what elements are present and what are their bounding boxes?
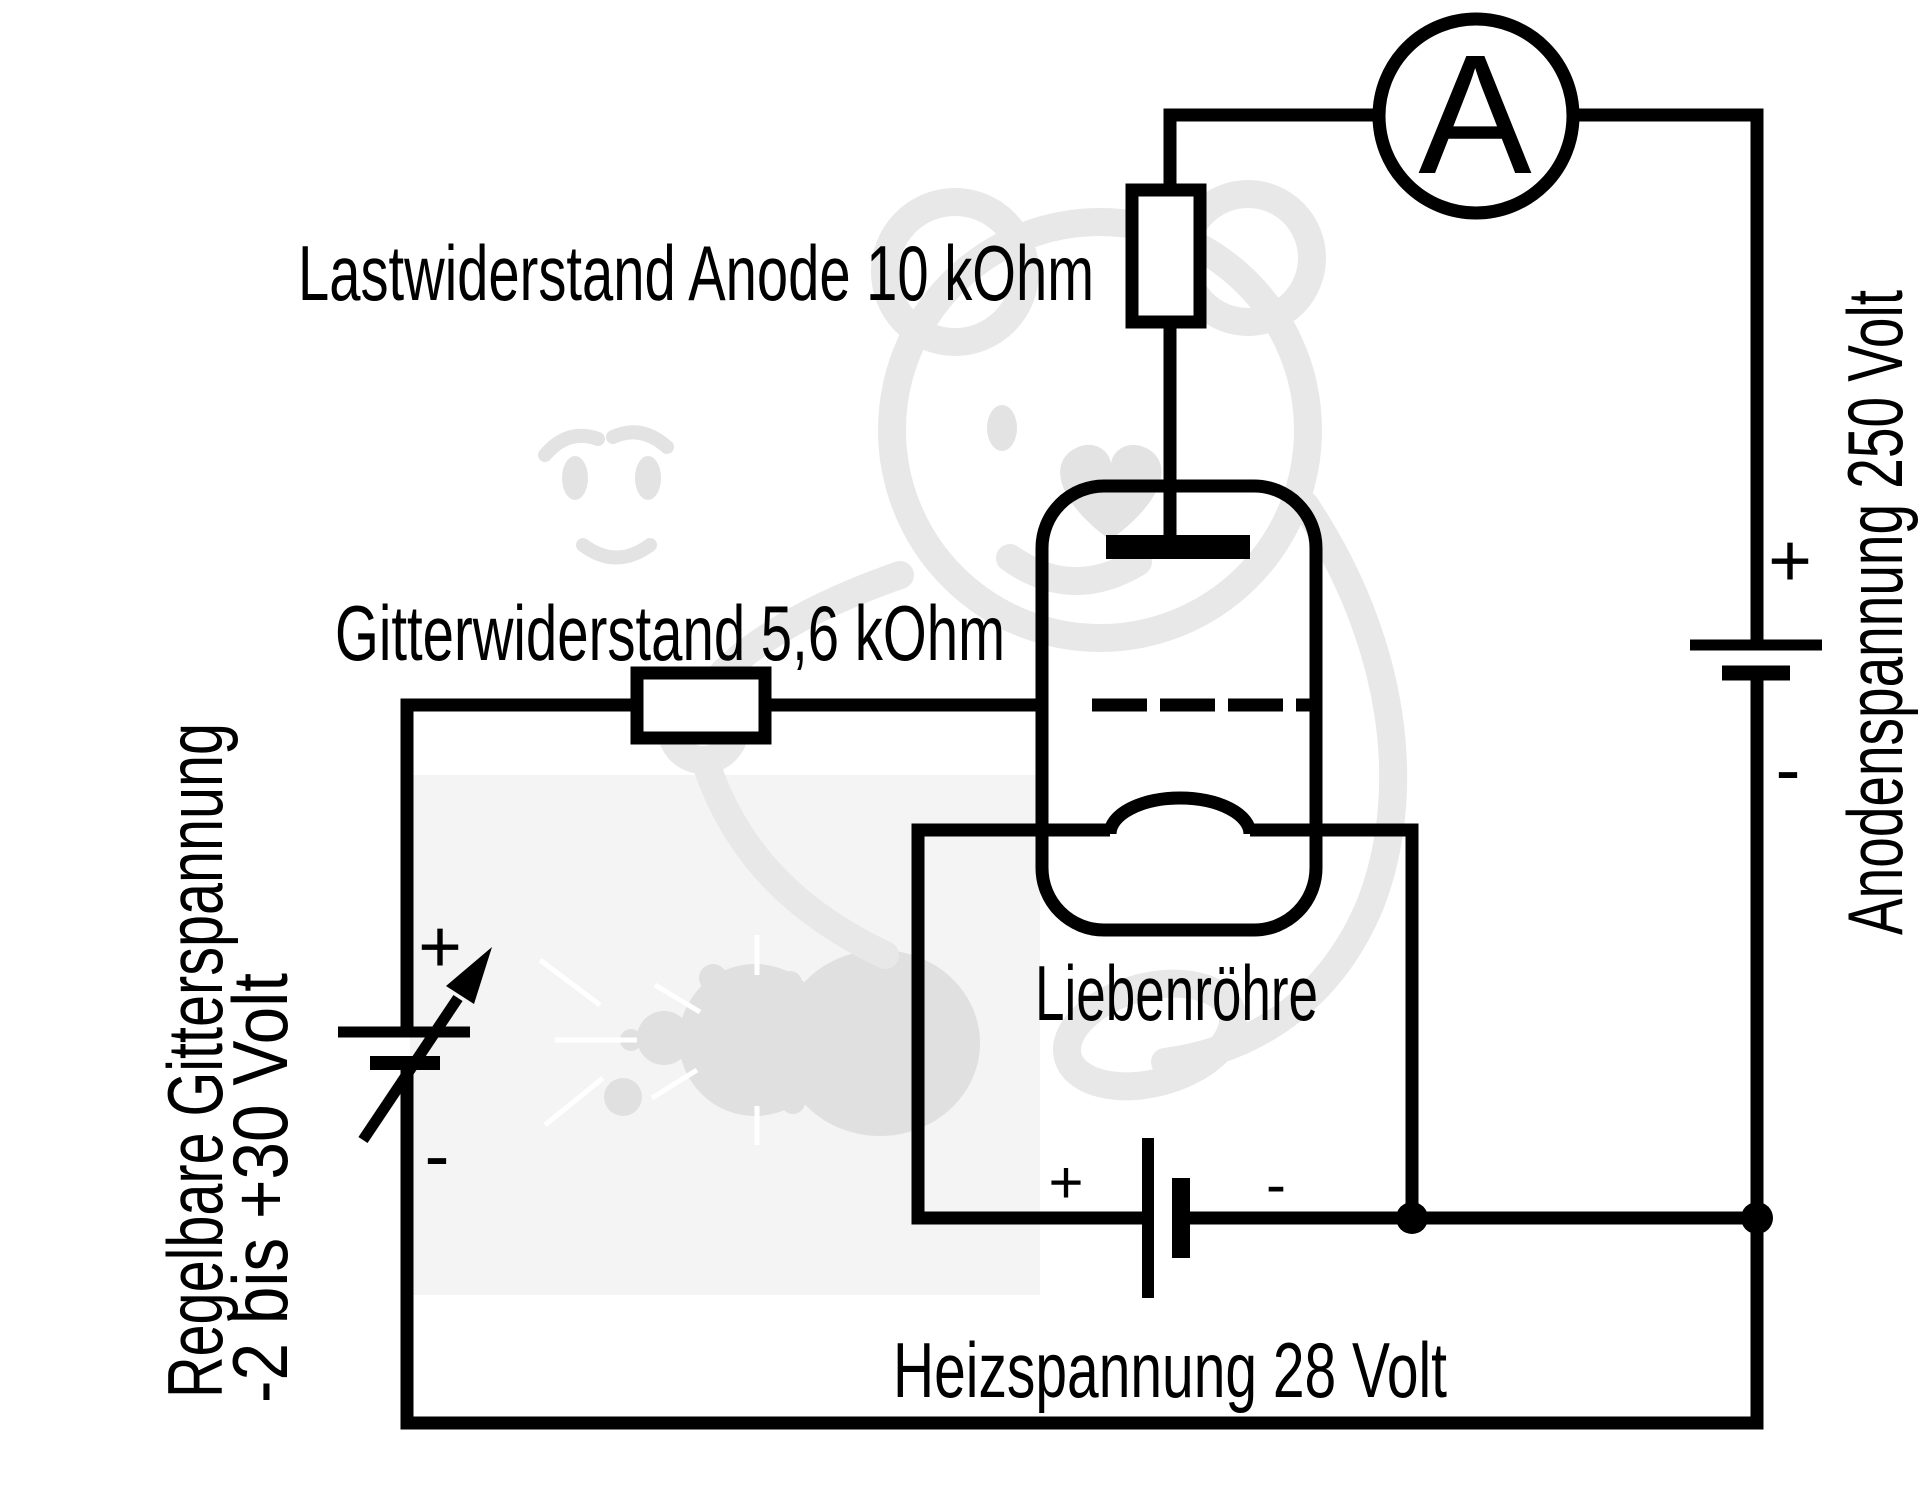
anode-voltage-label: Anodenspannung 250 Volt bbox=[1831, 290, 1919, 935]
face-right-eye bbox=[635, 456, 661, 500]
fractal-blobs bbox=[604, 950, 980, 1136]
fractal-dendrites bbox=[538, 935, 760, 1145]
ammeter-circle bbox=[1372, 12, 1580, 220]
watermark-bear-face-fills bbox=[987, 405, 1162, 540]
tube-label: Liebenröhre bbox=[1035, 949, 1318, 1037]
heater-voltage-label: Heizspannung 28 Volt bbox=[893, 1326, 1447, 1414]
watermark-small-face bbox=[538, 425, 674, 565]
variable-arrow-head bbox=[446, 947, 492, 1004]
load-resistor bbox=[1125, 183, 1207, 329]
bear-side bbox=[1291, 491, 1408, 919]
bear-muzzle bbox=[996, 544, 1152, 596]
load-resistor-label: Lastwiderstand Anode 10 kOhm bbox=[298, 229, 1094, 317]
anode-battery-plus-label: + bbox=[1768, 518, 1812, 602]
filament-arc bbox=[1103, 791, 1257, 835]
watermark-layer bbox=[410, 180, 1408, 1295]
bear-left-ear bbox=[871, 188, 1039, 356]
bear-foot bbox=[1052, 969, 1248, 1101]
wire-heater-left bbox=[911, 823, 1142, 1225]
grid-resistor-label: Gitterwiderstand 5,6 kOhm bbox=[335, 589, 1005, 677]
anode-battery-minus-label: - bbox=[1776, 727, 1801, 811]
wire-grid-battery-to-resistor bbox=[400, 698, 637, 1027]
ammeter-letter: A bbox=[1418, 20, 1532, 210]
bear-belly bbox=[691, 746, 899, 969]
face-left-brow bbox=[538, 428, 605, 462]
face-left-eye bbox=[562, 456, 588, 500]
grid-voltage-label-line2: -2 bis +30 Volt bbox=[216, 973, 304, 1403]
grid-battery-plus-label: + bbox=[418, 904, 462, 988]
heater-battery-minus-label: - bbox=[1266, 1151, 1286, 1218]
tube-envelope bbox=[1035, 479, 1323, 937]
wire-right-bottom-left bbox=[400, 678, 1764, 1430]
bear-head bbox=[878, 208, 1322, 652]
face-right-brow bbox=[606, 425, 674, 454]
wire-ammeter-to-anode-battery bbox=[1572, 108, 1764, 640]
anode-plate bbox=[1106, 535, 1250, 559]
wire-heater-right bbox=[1250, 823, 1419, 1218]
face-mouth bbox=[576, 538, 657, 565]
heater-battery-plus-label: + bbox=[1048, 1149, 1083, 1216]
circuit-layer bbox=[338, 12, 1822, 1430]
junction-dot-heater bbox=[1396, 1202, 1428, 1234]
grid-battery-minus-label: - bbox=[425, 1113, 450, 1197]
bear-eye bbox=[987, 405, 1017, 451]
grid-voltage-label-line1: Regelbare Gitterspannung bbox=[151, 723, 239, 1398]
wire-anode-to-ammeter bbox=[1163, 108, 1380, 190]
junction-dot-right bbox=[1741, 1202, 1773, 1234]
grid-resistor bbox=[630, 666, 772, 745]
watermark-fractal bbox=[410, 775, 1040, 1295]
text-layer: A Lastwiderstand Anode 10 kOhm Gitterwid… bbox=[151, 20, 1919, 1414]
variable-arrow-shaft bbox=[358, 994, 463, 1144]
